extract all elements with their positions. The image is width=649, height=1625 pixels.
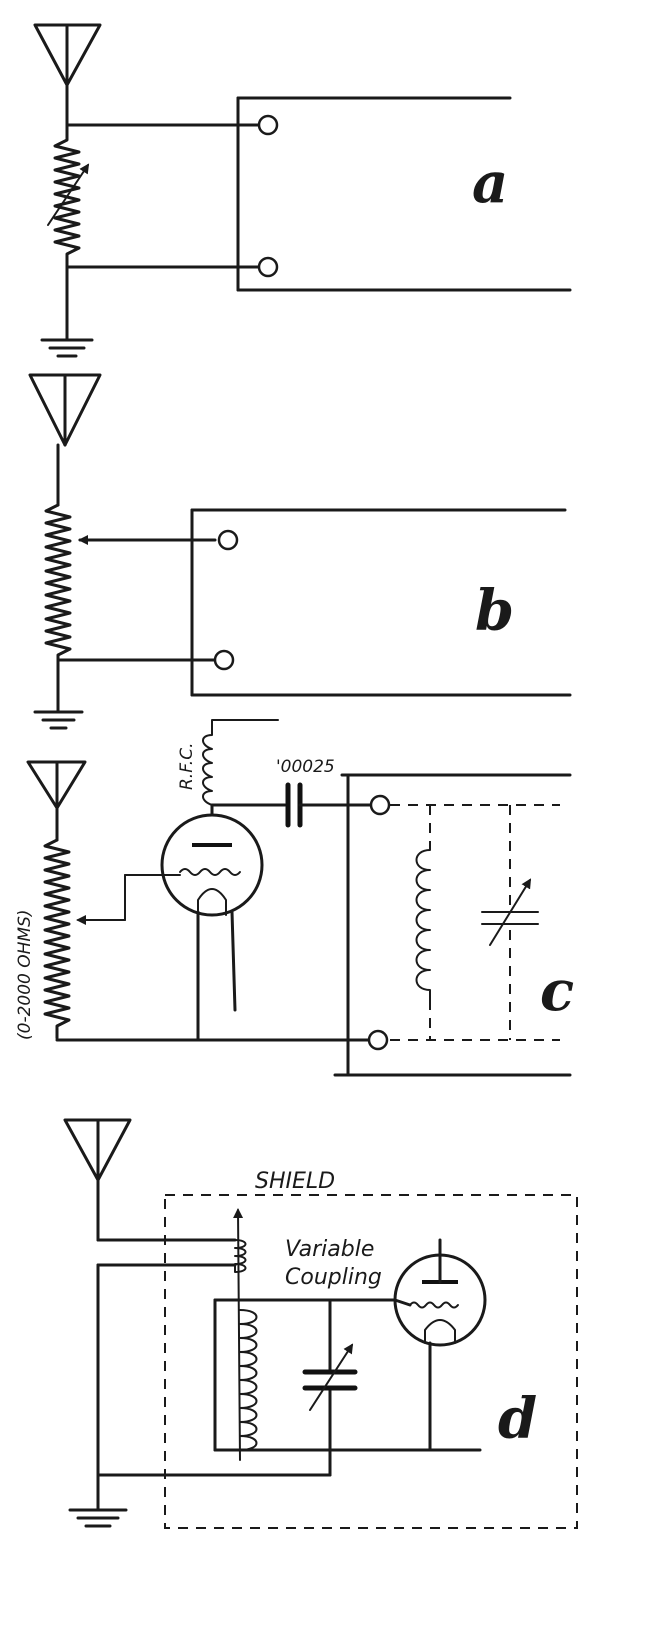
shield-box xyxy=(164,1194,578,1529)
terminal xyxy=(369,794,391,816)
antenna-icon xyxy=(33,23,102,87)
panel-a: a xyxy=(33,23,572,358)
terminal xyxy=(367,1029,389,1051)
ground-icon xyxy=(33,698,84,730)
potentiometer-icon xyxy=(44,503,72,702)
rfc-label: R.F.C. xyxy=(177,743,197,790)
ground-icon xyxy=(40,318,94,358)
ground-icon xyxy=(68,1498,128,1528)
vacuum-tube-icon xyxy=(393,1238,487,1347)
vacuum-tube-icon xyxy=(160,813,264,917)
capacitor-label: '00025 xyxy=(276,757,335,777)
terminal xyxy=(217,529,239,551)
panel-letter: b xyxy=(475,578,514,644)
coupling-label-line2: Coupling xyxy=(285,1265,382,1290)
terminal xyxy=(257,114,279,136)
rf-choke-coil-icon xyxy=(202,719,279,806)
resistor-icon xyxy=(43,838,71,1040)
resistor-label: (0-2000 OHMS) xyxy=(15,909,35,1040)
panel-letter: a xyxy=(472,150,508,216)
antenna-icon xyxy=(28,373,102,447)
capacitor-icon xyxy=(285,782,303,828)
variable-capacitor-icon xyxy=(481,878,539,946)
panel-b: b xyxy=(28,373,572,730)
primary-coil-icon xyxy=(234,1239,247,1273)
panel-letter: d xyxy=(498,1386,537,1452)
variable-resistor-icon xyxy=(53,123,81,322)
antenna-icon xyxy=(63,1118,132,1182)
coupling-label-line1: Variable xyxy=(285,1237,374,1262)
secondary-coil-icon xyxy=(239,1309,258,1451)
coupling-arrow-icon xyxy=(233,1208,244,1461)
antenna-icon xyxy=(26,760,87,810)
panel-letter: c xyxy=(540,958,574,1024)
panel-d: SHIELD Variable Coupling xyxy=(63,1118,578,1529)
terminal xyxy=(257,256,279,278)
variable-capacitor-icon xyxy=(302,1343,358,1411)
panel-c: (0-2000 OHMS) R.F.C. '00025 xyxy=(15,719,574,1077)
shield-label: SHIELD xyxy=(255,1169,335,1194)
coil-icon xyxy=(415,849,431,1001)
terminal xyxy=(213,649,235,671)
